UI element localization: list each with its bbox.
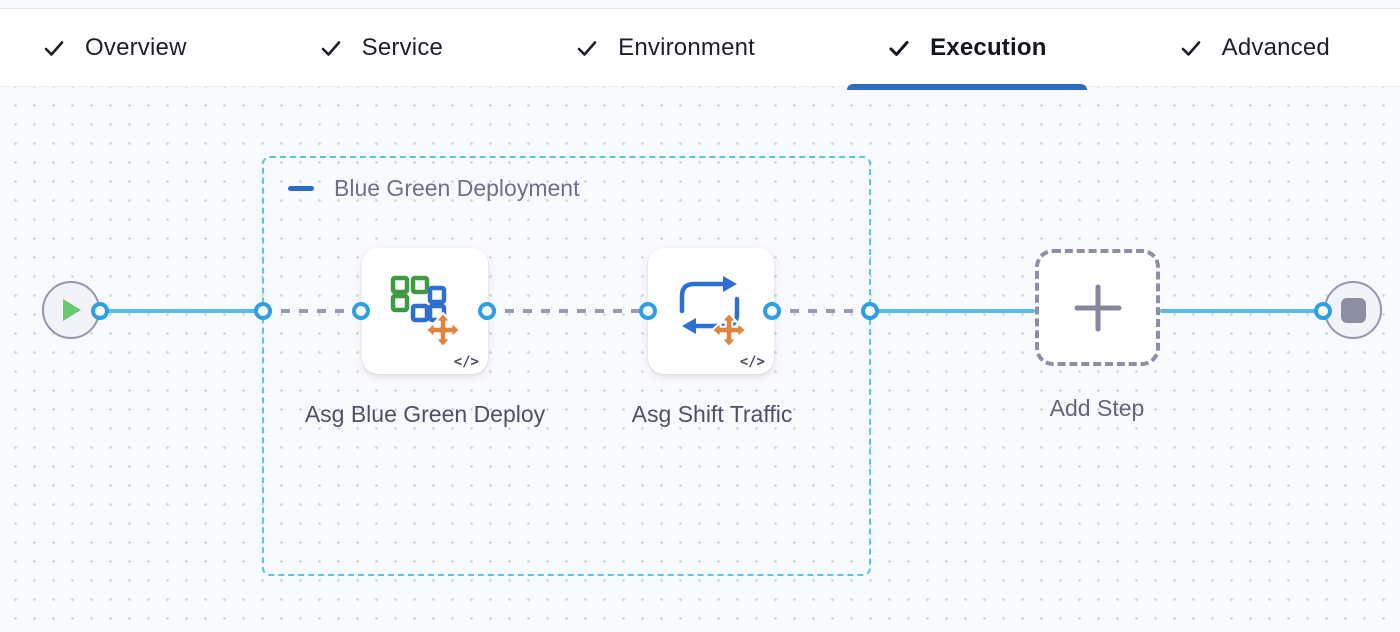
port-start-out[interactable] — [91, 302, 109, 320]
port-group-out[interactable] — [861, 302, 879, 320]
stop-icon — [1340, 297, 1366, 323]
edge-group-to-step1 — [263, 309, 361, 313]
tab-advanced[interactable]: Advanced — [1179, 9, 1330, 86]
asg-shift-traffic-icon — [679, 276, 747, 348]
edge-step2-to-group — [772, 309, 870, 313]
step-label-asg-shift-traffic: Asg Shift Traffic — [631, 401, 793, 427]
asg-blue-green-deploy-icon — [390, 275, 461, 348]
pipeline-end-node — [1324, 281, 1382, 339]
tab-environment[interactable]: Environment — [575, 9, 755, 86]
tab-label: Environment — [618, 33, 756, 61]
stage-tab-bar: Overview Service Environment Execution A… — [0, 9, 1400, 90]
stage-group-blue-green-deployment: Blue Green Deployment — [262, 156, 871, 576]
check-icon — [321, 40, 340, 56]
step-asg-shift-traffic[interactable]: </> — [648, 248, 774, 374]
edge-group-to-addstep — [870, 309, 1035, 313]
stage-group-header: Blue Green Deployment — [288, 175, 579, 202]
top-strip — [0, 0, 1400, 9]
tab-label: Service — [361, 33, 444, 61]
tab-overview[interactable]: Overview — [42, 9, 187, 86]
port-step2-out[interactable] — [763, 302, 781, 320]
tab-label: Execution — [930, 33, 1047, 61]
check-icon — [1181, 40, 1200, 56]
check-icon — [44, 40, 64, 56]
port-step1-in[interactable] — [352, 302, 370, 320]
port-step1-out[interactable] — [478, 302, 496, 320]
port-end-in[interactable] — [1314, 302, 1332, 320]
minus-icon[interactable] — [288, 186, 314, 191]
plus-icon — [1074, 284, 1121, 331]
pipeline-canvas[interactable]: Blue Green Deployment — [0, 87, 1400, 631]
tab-execution[interactable]: Execution — [846, 9, 1087, 90]
script-badge: </> — [453, 354, 479, 370]
check-icon — [889, 40, 909, 56]
edge-addstep-to-end — [1160, 309, 1323, 313]
check-icon — [577, 40, 597, 56]
step-label-asg-blue-green-deploy: Asg Blue Green Deploy — [304, 401, 546, 427]
port-step2-in[interactable] — [639, 302, 657, 320]
edge-start-to-group — [100, 309, 263, 313]
script-badge: </> — [739, 354, 765, 370]
step-asg-blue-green-deploy[interactable]: </> — [362, 248, 488, 374]
tab-label: Overview — [85, 33, 187, 61]
tab-label: Advanced — [1221, 33, 1330, 61]
tab-service[interactable]: Service — [319, 9, 443, 86]
edge-step1-to-step2 — [487, 309, 648, 313]
add-step-button[interactable] — [1035, 249, 1160, 366]
pipeline-start-node — [42, 281, 100, 339]
play-icon — [63, 299, 81, 321]
add-step-label: Add Step — [1049, 395, 1145, 421]
active-tab-underline — [846, 84, 1087, 90]
port-group-in[interactable] — [254, 302, 272, 320]
stage-group-label: Blue Green Deployment — [334, 175, 580, 201]
